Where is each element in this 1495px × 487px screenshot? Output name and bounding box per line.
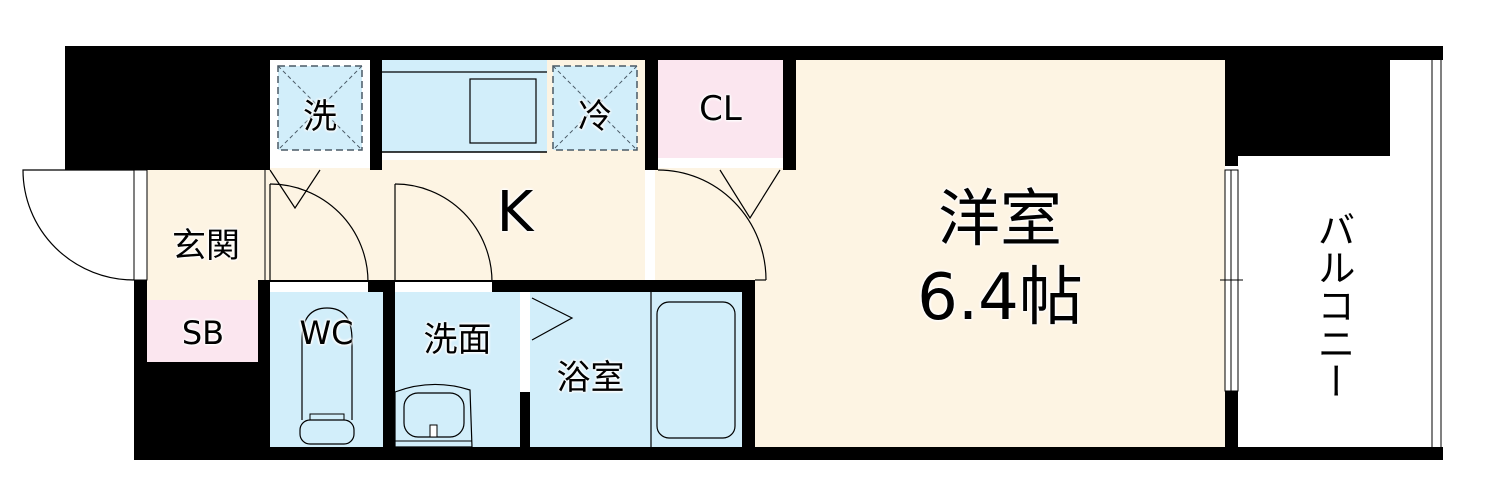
washer-label: 洗 [303,97,337,137]
wall-closet-right [783,46,796,170]
closet-area [658,60,783,158]
senmen-door-gap [395,282,492,292]
western-room-label: 洋室 [937,182,1062,255]
genkan-label: 玄関 [172,226,240,266]
wall-wc-senmen [383,280,395,460]
washer-door-track [270,158,370,168]
kitchen-counter [382,60,547,152]
wall-senmen-bath [520,392,530,460]
shoebox-label: SB [181,314,225,352]
genkan-floor [147,170,265,300]
western-room-floor [755,60,1225,447]
bath-door-track [522,292,530,392]
kitchen-label: K [496,180,534,245]
wall-washer-right [370,46,382,170]
fridge-label: 冷 [578,97,612,137]
wall-top [65,46,1443,60]
wall-closet-left [645,46,658,170]
bath-label: 浴室 [556,358,625,398]
senmen-label: 洗面 [423,320,492,360]
wall-balcony-block [1225,46,1390,156]
kitchen-door-track [645,170,655,280]
wall-bottom [134,447,1443,460]
wc-label: WC [299,314,354,352]
wall-western-right-bottom [1225,390,1238,460]
wall-left-lower [134,362,270,460]
closet-label: CL [699,89,742,129]
wall-kitchen-bottom [258,280,755,292]
balcony-label: バルコニー [1311,210,1355,400]
wall-bath-right [742,280,755,460]
wall-block-topleft [65,46,270,170]
closet-door-track [658,158,783,168]
western-room-size: 6.4帖 [917,261,1083,335]
wall-left-sb [134,280,147,370]
kitchen-floor [265,160,660,280]
wall-wc-left [258,280,270,460]
shoebox-area [147,300,259,362]
wc-door-gap [270,282,368,292]
